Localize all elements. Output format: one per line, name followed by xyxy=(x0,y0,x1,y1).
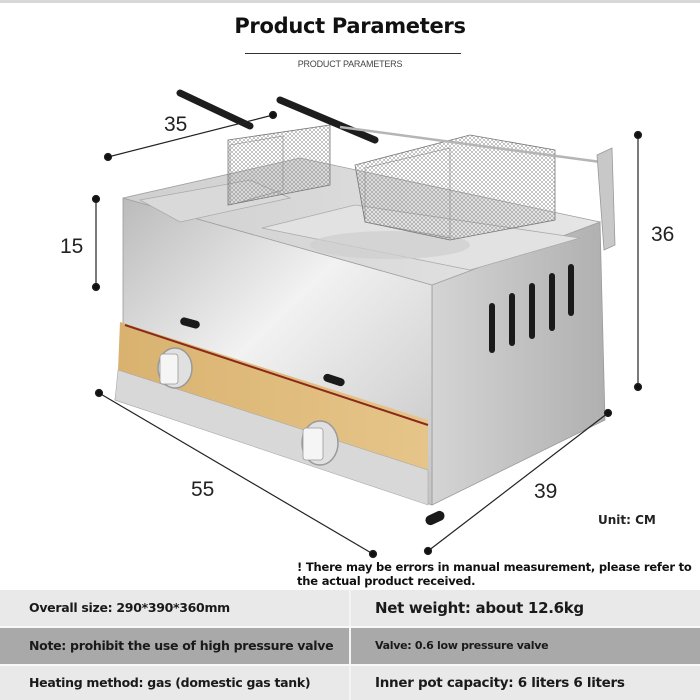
vent-slots xyxy=(489,264,574,353)
top-border xyxy=(0,0,700,3)
dimension-length: 55 xyxy=(191,478,215,501)
spec-inner-pot-capacity: Inner pot capacity: 6 liters 6 liters xyxy=(375,675,625,691)
spec-note: Note: prohibit the use of high pressure … xyxy=(29,638,334,653)
spec-row: Overall size: 290*390*360mm Net weight: … xyxy=(0,590,700,626)
spec-row: Note: prohibit the use of high pressure … xyxy=(0,628,700,664)
row-divider xyxy=(0,626,700,628)
left-basket xyxy=(176,89,331,206)
left-knob xyxy=(157,347,193,389)
row-divider xyxy=(0,664,700,666)
spec-overall-size: Overall size: 290*390*360mm xyxy=(29,600,230,615)
fryer-illustration xyxy=(91,89,643,559)
right-knob xyxy=(301,420,339,466)
column-separator xyxy=(349,666,351,700)
measurement-disclaimer: ! There may be errors in manual measurem… xyxy=(297,560,692,588)
dimension-lines xyxy=(91,110,643,559)
page-subtitle: PRODUCT PARAMETERS xyxy=(297,59,403,69)
page-title: Product Parameters xyxy=(234,14,466,38)
dimension-width: 39 xyxy=(534,480,558,503)
column-separator xyxy=(349,590,351,626)
column-separator xyxy=(349,628,351,664)
spec-valve: Valve: 0.6 low pressure valve xyxy=(375,639,549,652)
product-image: 35 15 36 55 39 xyxy=(0,80,700,560)
title-divider xyxy=(245,53,461,54)
unit-label: Unit: CM xyxy=(598,513,656,527)
spec-table: Overall size: 290*390*360mm Net weight: … xyxy=(0,590,700,700)
right-basket xyxy=(276,96,609,241)
dimension-tank-depth: 15 xyxy=(60,235,84,258)
dimension-total-height: 36 xyxy=(651,223,675,246)
spec-heating-method: Heating method: gas (domestic gas tank) xyxy=(29,675,311,690)
dimension-basket-width: 35 xyxy=(164,113,188,136)
spec-row: Heating method: gas (domestic gas tank) … xyxy=(0,666,700,700)
spec-net-weight: Net weight: about 12.6kg xyxy=(375,599,584,617)
